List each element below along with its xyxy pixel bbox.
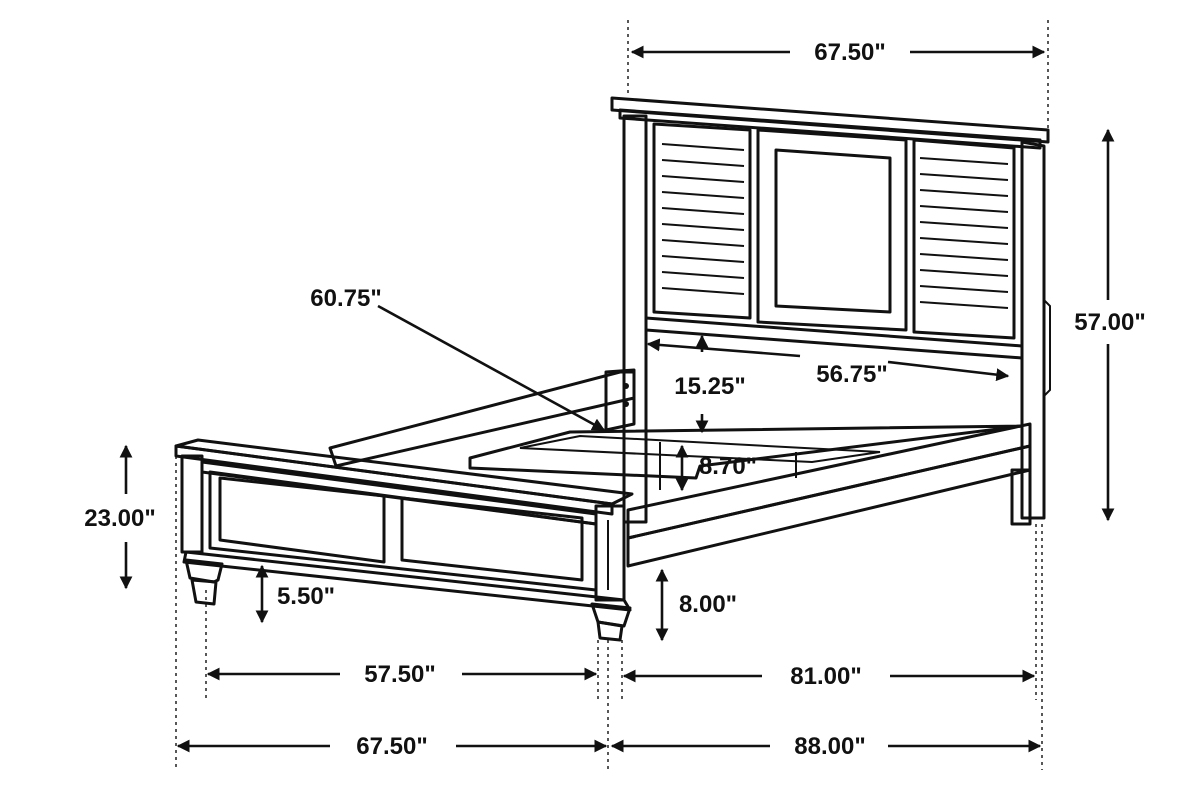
frame-drawing — [328, 368, 1032, 568]
left-louvers — [661, 143, 745, 295]
headboard-height-label: 57.00" — [1074, 309, 1145, 336]
extension-lines — [175, 20, 1049, 770]
rail-clearance-label: 8.00" — [679, 591, 737, 618]
headboard-inner-width-label: 56.75" — [816, 361, 887, 388]
footboard-height-label: 23.00" — [84, 505, 155, 532]
inner-length-label: 81.00" — [790, 663, 861, 690]
footboard-clearance-label: 5.50" — [277, 583, 335, 610]
headboard-width-label: 67.50" — [814, 39, 885, 66]
slat-height-label: 8.70" — [699, 453, 757, 480]
overall-width-label: 67.50" — [356, 733, 427, 760]
headboard-drawing — [610, 96, 1051, 524]
overall-length-label: 88.00" — [794, 733, 865, 760]
side-rail-diagonal-label: 60.75" — [310, 285, 381, 312]
footboard-inner-width-label: 57.50" — [364, 661, 435, 688]
footboard-drawing — [174, 438, 634, 642]
headboard-clearance-label: 15.25" — [674, 373, 745, 400]
dimension-arrows — [119, 45, 1115, 753]
right-louvers — [919, 157, 1009, 309]
